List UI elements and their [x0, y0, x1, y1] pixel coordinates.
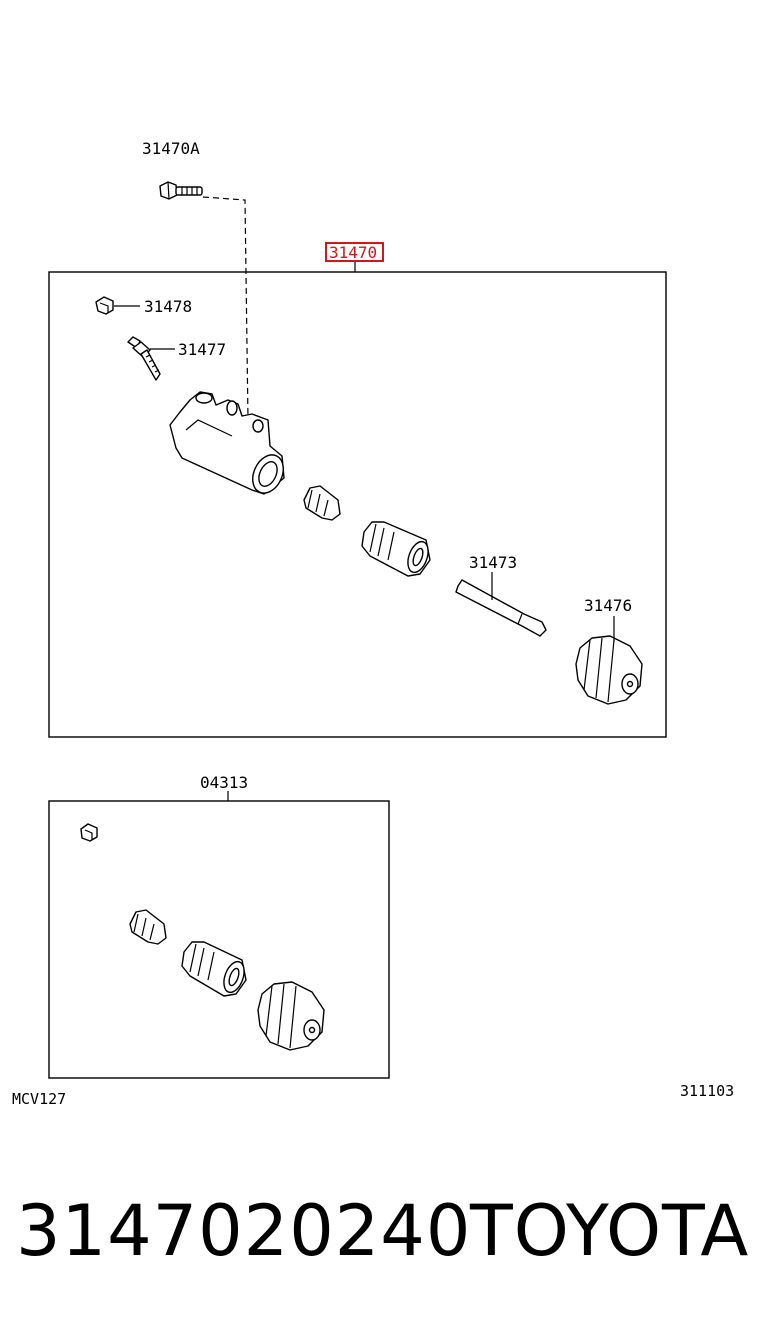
label-31478[interactable]: 31478	[144, 297, 192, 316]
kit-piston-part	[181, 941, 247, 997]
kit-cap-part	[80, 823, 98, 842]
label-04313[interactable]: 04313	[200, 773, 248, 792]
footer: 3147020240 TOYOTA	[0, 1190, 760, 1280]
piston-part	[361, 521, 431, 577]
label-31470a[interactable]: 31470A	[142, 139, 200, 158]
boot-part	[575, 635, 643, 705]
brand-name: TOYOTA	[470, 1190, 750, 1272]
label-31470[interactable]: 31470	[329, 243, 377, 262]
part-number: 3147020240	[16, 1190, 472, 1272]
kit-frame	[48, 800, 390, 1079]
highlight-box	[325, 242, 384, 262]
diagram-code: 311103	[680, 1082, 734, 1100]
bolt-leader	[202, 196, 249, 421]
label-31476[interactable]: 31476	[584, 596, 632, 615]
piston-cup-part	[303, 485, 341, 521]
assembly-frame	[48, 271, 667, 738]
push-rod-part	[455, 579, 547, 637]
kit-piston-cup-part	[129, 909, 167, 945]
label-31477[interactable]: 31477	[178, 340, 226, 359]
bolt-part	[159, 181, 203, 200]
model-code: MCV127	[12, 1090, 66, 1108]
label-31473[interactable]: 31473	[469, 553, 517, 572]
bleeder-part	[127, 336, 161, 381]
cap-part	[95, 296, 114, 315]
kit-boot-part	[257, 981, 325, 1051]
cylinder-body-part	[169, 391, 285, 495]
